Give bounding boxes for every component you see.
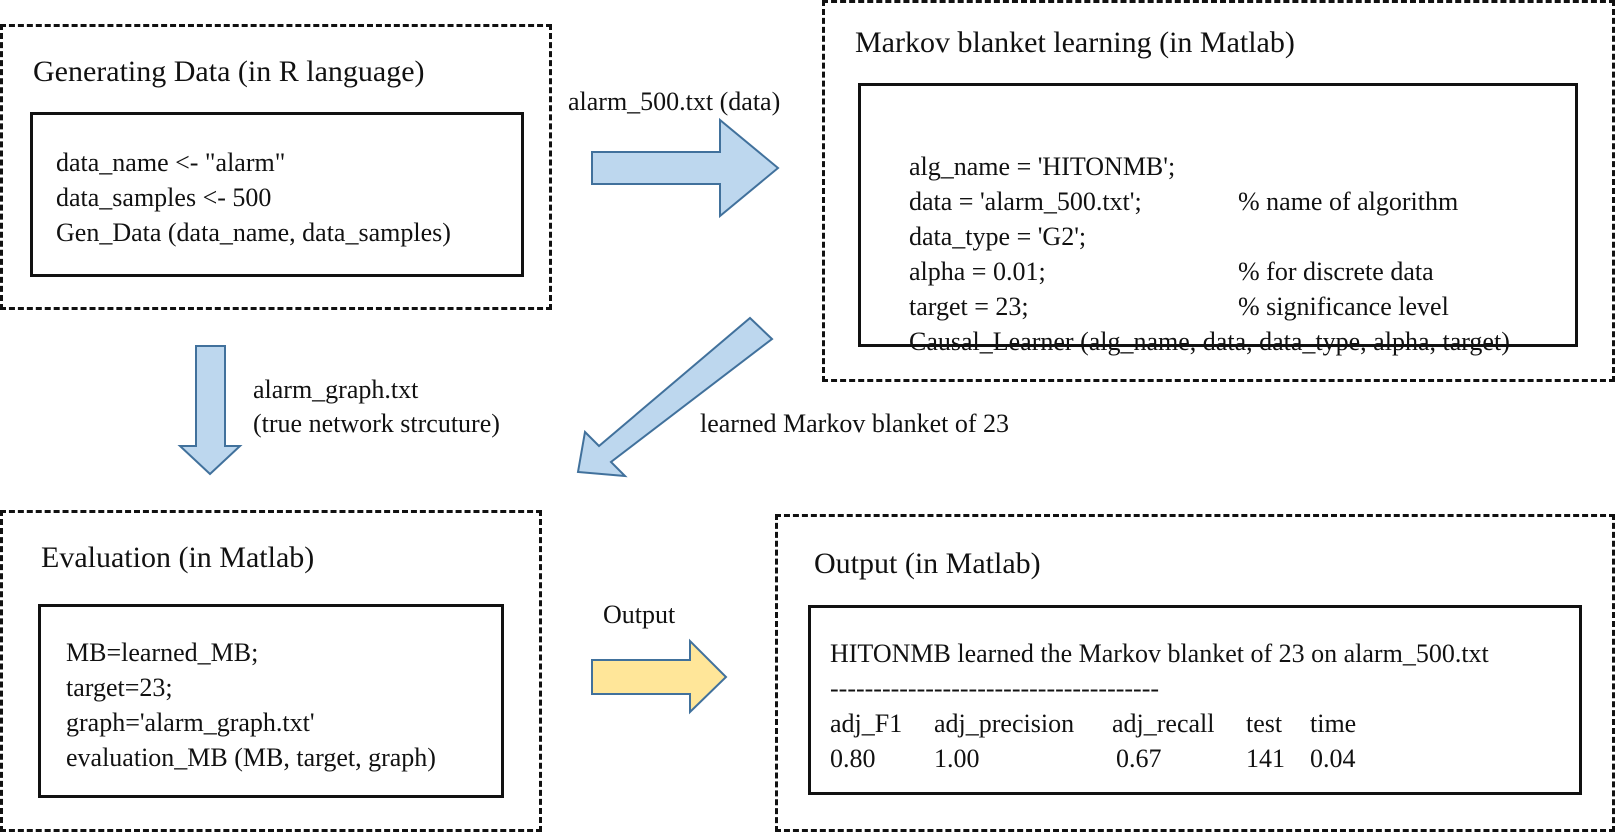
metric-value: 0.67 xyxy=(1116,744,1162,773)
metric-header: adj_precision xyxy=(934,709,1075,738)
markov-blanket-title: Markov blanket learning (in Matlab) xyxy=(855,26,1295,59)
output-panel xyxy=(775,514,1615,832)
output-arrow-label: Output xyxy=(603,600,676,629)
code-line: evaluation_MB (MB, target, graph) xyxy=(66,743,436,772)
output-metrics-header-row: adj_F1 adj_precision adj_recall test tim… xyxy=(830,706,1579,741)
data-flow-arrow xyxy=(591,117,780,219)
metric-value: 1.00 xyxy=(934,744,980,773)
graph-flow-arrow xyxy=(177,345,243,476)
generating-data-title: Generating Data (in R language) xyxy=(33,55,425,88)
code-comment: % significance level xyxy=(1238,292,1449,321)
markov-blanket-flow-arrow xyxy=(576,316,774,478)
code-line: Gen_Data (data_name, data_samples) xyxy=(56,218,451,247)
markov-blanket-panel xyxy=(822,0,1615,382)
metric-value: 0.80 xyxy=(830,744,876,773)
output-flow-arrow xyxy=(591,638,728,715)
metric-value: 141 xyxy=(1246,744,1285,773)
code-text: alg_name = 'HITONMB'; xyxy=(909,152,1176,181)
code-line: data = 'alarm_500.txt'; xyxy=(883,149,1575,216)
code-line: alpha = 0.01; % significance level xyxy=(883,219,1575,321)
code-text: data_type = 'G2'; xyxy=(909,222,1087,251)
code-line: data_name <- "alarm" xyxy=(56,148,286,177)
markov-blanket-arrow-label: learned Markov blanket of 23 xyxy=(700,409,1010,438)
code-line: MB=learned_MB; xyxy=(66,638,259,667)
code-line: target = 23; xyxy=(883,254,1575,321)
graph-arrow-label-line1: alarm_graph.txt xyxy=(253,375,419,404)
code-line: data_samples <- 500 xyxy=(56,183,272,212)
data-arrow-label: alarm_500.txt (data) xyxy=(568,87,781,116)
metric-header: test xyxy=(1246,709,1283,738)
metric-header: time xyxy=(1310,709,1357,738)
output-code-box: HITONMB learned the Markov blanket of 23… xyxy=(808,605,1582,795)
code-line: target=23; xyxy=(66,673,173,702)
graph-arrow-label-line2: (true network strcuture) xyxy=(253,409,500,438)
code-text: target = 23; xyxy=(909,292,1029,321)
generating-data-code-box: data_name <- "alarm" data_samples <- 500… xyxy=(30,112,524,277)
code-text: Causal_Learner (alg_name, data, data_typ… xyxy=(909,327,1510,356)
metric-header: adj_recall xyxy=(1112,709,1215,738)
code-text: data = 'alarm_500.txt'; xyxy=(909,187,1142,216)
markov-blanket-code-box: alg_name = 'HITONMB'; % name of algorith… xyxy=(858,83,1578,356)
code-comment: % for discrete data xyxy=(1238,257,1434,286)
evaluation-code-box: MB=learned_MB; target=23; graph='alarm_g… xyxy=(38,604,504,798)
code-line: Causal_Learner (alg_name, data, data_typ… xyxy=(883,289,1575,356)
evaluation-title: Evaluation (in Matlab) xyxy=(41,541,315,574)
output-separator: -------------------------------------- xyxy=(830,674,1160,703)
code-comment: % name of algorithm xyxy=(1238,187,1459,216)
evaluation-panel xyxy=(0,510,542,832)
code-line: alg_name = 'HITONMB'; % name of algorith… xyxy=(883,114,1575,216)
metric-header: adj_F1 xyxy=(830,709,903,738)
generating-data-panel xyxy=(0,24,552,310)
metric-value: 0.04 xyxy=(1310,744,1356,773)
output-title: Output (in Matlab) xyxy=(814,547,1041,580)
output-headline: HITONMB learned the Markov blanket of 23… xyxy=(830,639,1489,668)
code-text: alpha = 0.01; xyxy=(909,257,1046,286)
code-line: graph='alarm_graph.txt' xyxy=(66,708,315,737)
output-metrics-value-row: 0.80 1.00 0.67 141 0.04 xyxy=(830,741,1579,776)
code-line: data_type = 'G2'; % for discrete data xyxy=(883,184,1575,286)
